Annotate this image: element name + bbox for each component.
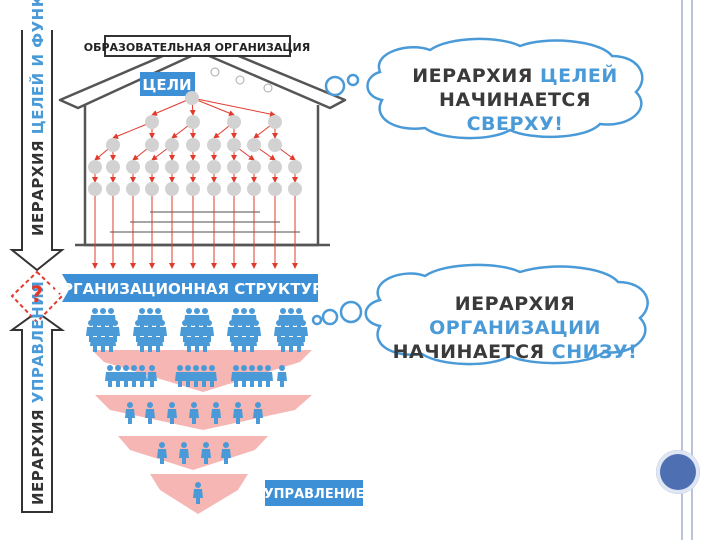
left-axis-top-label: ИЕРАРХИЯ ЦЕЛЕЙ И ФУНКЦИЙ [29,0,47,236]
goal-node [268,138,282,152]
person-icon [192,308,202,330]
house-outline [58,38,347,247]
goals-label: ЦЕЛИ [142,76,191,94]
bubble-top-line1-dark: ИЕРАРХИЯ [412,65,533,87]
goal-link [112,121,153,139]
person-icon [200,308,210,330]
thought-bubble-top [324,37,644,140]
goal-node [288,182,302,196]
house-title: ОБРАЗОВАТЕЛЬНАЯ ОРГАНИЗАЦИЯ [84,41,311,54]
goal-node [106,138,120,152]
management-banner [265,480,363,506]
slide-decoration-circle [656,450,700,494]
left-axis-bottom-label: ИЕРАРХИЯ УПРАВЛЕНИЯ [29,281,47,505]
goal-node [247,138,261,152]
person-icon [294,308,304,330]
bubble-bottom-text: ИЕРАРХИЯ ОРГАНИЗАЦИИ НАЧИНАЕТСЯ СНИЗУ! [390,292,640,364]
goal-node [165,138,179,152]
goal-node [227,115,241,129]
thought-bubble-bottom [311,263,649,366]
goal-node [186,160,200,174]
person-icon [106,308,116,330]
bubble-top-line2-dark: НАЧИНАЕТСЯ [439,89,591,111]
person-icon [184,308,194,330]
goal-node [106,182,120,196]
person-icon [113,365,123,387]
goal-link [151,97,193,116]
goal-node [185,91,199,105]
roof-dot [210,67,220,77]
person-icon [145,308,155,330]
management-label: УПРАВЛЕНИЕ [264,487,365,502]
goal-link [191,97,235,116]
goal-node [88,182,102,196]
roof-dot [235,75,245,85]
house-steps [110,211,300,233]
bubble-top-line1-blue: ЦЕЛЕЙ [539,65,618,87]
person-icon [90,308,100,330]
goal-node [165,182,179,196]
goal-node [106,160,120,174]
structure-label: ОРГАНИЗАЦИОННАЯ СТРУКТУРА [49,280,335,298]
goal-node [227,160,241,174]
left-axis-top-dark: ИЕРАРХИЯ [29,139,47,236]
question-mark: ? [30,283,44,308]
goal-node [145,138,159,152]
goal-node [165,160,179,174]
structure-banner [62,274,318,302]
person-icon [278,308,288,330]
person-icon [247,308,257,330]
person-icon [239,308,249,330]
person-icon [286,308,296,330]
goal-node [247,160,261,174]
bubble-bottom-line1-blue: ОРГАНИЗАЦИИ [429,317,601,339]
goal-node [145,115,159,129]
goal-node [268,160,282,174]
goal-node [247,182,261,196]
goal-link [191,97,276,117]
goal-node [126,182,140,196]
bubble-top-line2-blue: СВЕРХУ! [466,113,564,135]
goal-node [126,160,140,174]
bubble-bottom-line2-dark: НАЧИНАЕТСЯ [392,341,545,363]
slide-frame-line [691,0,693,540]
goal-node [207,182,221,196]
goal-node [145,160,159,174]
goal-node [145,182,159,196]
goal-to-structure-arrows [92,196,298,269]
slide-frame-line [681,0,683,540]
goal-node [227,182,241,196]
bubble-bottom-line1-dark: ИЕРАРХИЯ [454,293,576,315]
left-axis-top-blue: ЦЕЛЕЙ И ФУНКЦИЙ [29,0,47,135]
goal-node [186,138,200,152]
goals-label-box [140,72,195,96]
goal-node [268,182,282,196]
left-axis-bottom-dark: ИЕРАРХИЯ [29,408,47,505]
goal-node [268,115,282,129]
goal-node [88,160,102,174]
left-axis-arrow [8,30,66,513]
person-icon [231,308,241,330]
person-icon [137,308,147,330]
bubble-bottom-line2-blue: СНИЗУ! [551,341,638,363]
goal-node [227,138,241,152]
house-title-box [104,35,291,57]
goals-tree [88,67,302,196]
goal-node [207,160,221,174]
roof-dot [263,83,273,93]
bubble-top-text: ИЕРАРХИЯ ЦЕЛЕЙ НАЧИНАЕТСЯ СВЕРХУ! [400,64,630,136]
person-icon [98,308,108,330]
goal-node [288,160,302,174]
person-icon [153,308,163,330]
person-icon [105,365,115,387]
goal-node [186,115,200,129]
goal-node [186,182,200,196]
goal-node [207,138,221,152]
